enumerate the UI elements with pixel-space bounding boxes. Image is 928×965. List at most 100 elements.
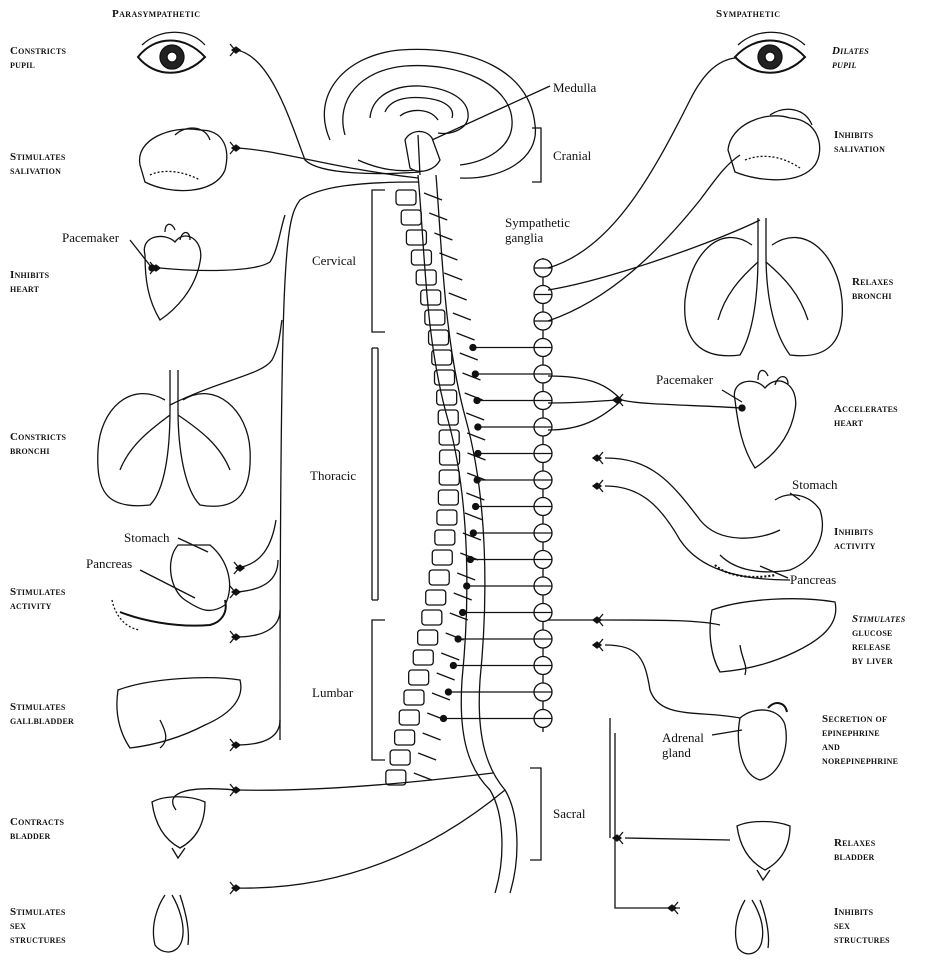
effect-target: norepinephrine [822, 754, 898, 768]
effect-target: pupil [10, 58, 66, 72]
para-effect-pupil: Constricts pupil [10, 44, 66, 72]
effect-verb: Accelerates [834, 402, 898, 416]
liver-right-icon [710, 599, 836, 675]
vertebra-body [411, 250, 431, 265]
effect-verb: Constricts [10, 430, 66, 444]
effect-verb: Contracts [10, 815, 64, 829]
effect-target: by liver [852, 654, 905, 668]
effect-target: epinephrine [822, 726, 898, 740]
effect-target: heart [834, 416, 898, 430]
heart-left-icon [144, 224, 200, 320]
symp-effect-bronchi: Relaxes bronchi [852, 275, 893, 303]
effect-verb: Inhibits [834, 525, 876, 539]
label-pancreas-right: Pancreas [790, 572, 836, 587]
vertebra-body [413, 650, 433, 665]
preganglionic-neuron [450, 663, 456, 669]
brain-outline [324, 49, 535, 178]
effect-verb: Dilates [832, 44, 869, 58]
vertebra-body [390, 750, 410, 765]
preganglionic-neuron [464, 583, 470, 589]
heart-right-icon [734, 370, 795, 468]
preganglionic-neuron [445, 689, 451, 695]
bladder-left-icon [152, 797, 205, 858]
effect-verb: Inhibits [10, 268, 49, 282]
vertebra-body [429, 570, 449, 585]
vertebra-process [453, 313, 471, 320]
effect-target: activity [834, 539, 876, 553]
effect-target: glucose [852, 626, 905, 640]
para-effect-gallbladder: Stimulates gallbladder [10, 700, 74, 728]
vertebra-body [426, 590, 446, 605]
vertebra-process [465, 513, 483, 520]
preganglionic-neuron [460, 610, 466, 616]
label-pacemaker-right: Pacemaker [656, 372, 713, 387]
effect-verb: Stimulates [10, 905, 66, 919]
effect-target: structures [10, 933, 66, 947]
vertebra-body [396, 190, 416, 205]
symp-effect-adrenal: Secretion of epinephrine and norepinephr… [822, 712, 898, 768]
label-pancreas-left: Pancreas [86, 556, 132, 571]
vertebra-process [460, 353, 478, 360]
region-thoracic: Thoracic [310, 468, 356, 483]
salivary-gland-left-icon [140, 128, 227, 191]
vertebra-body [401, 210, 421, 225]
label-sympathetic-ganglia: Sympathetic ganglia [505, 215, 570, 245]
vertebra-body [395, 730, 415, 745]
eye-right-icon [735, 32, 805, 73]
vertebra-body [438, 490, 458, 505]
effect-verb: Relaxes [852, 275, 893, 289]
salivary-gland-right-icon [728, 109, 820, 180]
effect-verb: Inhibits [834, 905, 890, 919]
region-cervical: Cervical [312, 253, 356, 268]
region-cranial: Cranial [553, 148, 591, 163]
preganglionic-neuron [455, 636, 461, 642]
effect-target: and [822, 740, 898, 754]
vertebra-body [439, 430, 459, 445]
lungs-left-icon [98, 370, 250, 506]
effect-target: bladder [834, 850, 875, 864]
symp-effect-heart: Accelerates heart [834, 402, 898, 430]
para-effect-bladder: Contracts bladder [10, 815, 64, 843]
vertebra-process [423, 733, 441, 740]
label-stomach-left: Stomach [124, 530, 170, 545]
preganglionic-neuron [475, 451, 481, 457]
para-effect-heart: Inhibits heart [10, 268, 49, 296]
vertebra-body [425, 310, 445, 325]
adrenal-kidney-icon [738, 703, 787, 780]
liver-left-icon [117, 678, 241, 748]
vertebra-process [466, 413, 484, 420]
symp-effect-sex: Inhibits sex structures [834, 905, 890, 947]
effect-verb: Constricts [10, 44, 66, 58]
preganglionic-neuron [470, 345, 476, 351]
stomach-pancreas-right-icon [715, 495, 822, 577]
label-line: Sympathetic [505, 215, 570, 230]
vertebrae [386, 190, 486, 785]
effect-target: pupil [832, 58, 869, 72]
vertebra-body [404, 690, 424, 705]
sympathetic-ganglia-chain [534, 258, 552, 732]
effect-target: heart [10, 282, 49, 296]
vertebra-body [437, 510, 457, 525]
effect-target: sex [10, 919, 66, 933]
effect-verb: Secretion of [822, 712, 898, 726]
vertebra-process [466, 493, 484, 500]
vertebra-process [414, 773, 432, 780]
symp-effect-glucose: Stimulates glucose release by liver [852, 612, 905, 668]
vertebra-body [435, 530, 455, 545]
label-line: Adrenal [662, 730, 704, 745]
vertebra-process [424, 193, 442, 200]
effect-verb: Stimulates [10, 585, 66, 599]
para-effect-sex: Stimulates sex structures [10, 905, 66, 947]
preganglionic-neuron [472, 371, 478, 377]
sympathetic-fibers [548, 58, 790, 908]
vertebra-body [418, 630, 438, 645]
label-pacemaker-left: Pacemaker [62, 230, 119, 245]
para-effect-activity: Stimulates activity [10, 585, 66, 613]
region-lumbar: Lumbar [312, 685, 353, 700]
region-sacral: Sacral [553, 806, 585, 821]
lungs-right-icon [685, 218, 843, 356]
preganglionic-neuron [470, 530, 476, 536]
effect-verb: Inhibits [834, 128, 885, 142]
